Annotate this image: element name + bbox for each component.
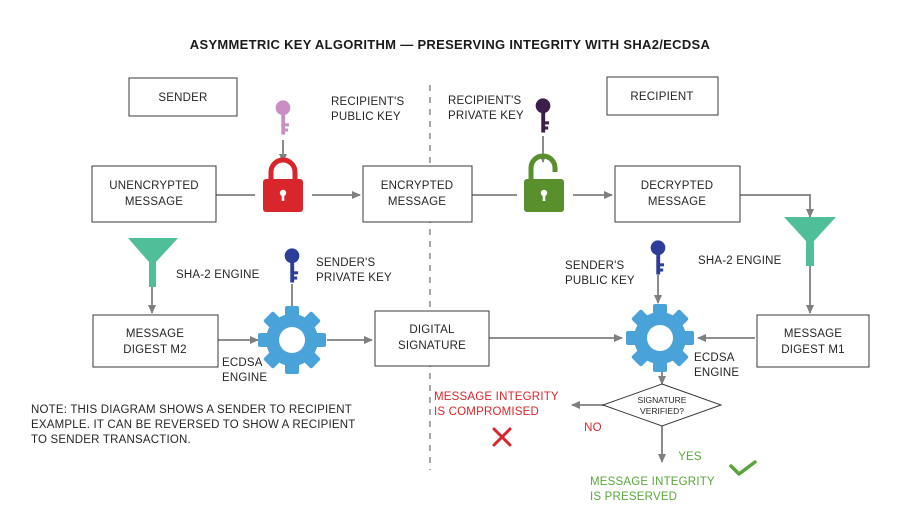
digital-signature-box: DIGITAL SIGNATURE	[374, 310, 490, 367]
decision-no-label: NO	[584, 422, 602, 434]
sender-sha2-engine-label: SHA-2 ENGINE	[176, 269, 260, 281]
signature-verified-decision: SIGNATURE VERIFIED?	[601, 383, 723, 427]
senders-public-key-label: SENDER'S	[565, 260, 625, 272]
note-line-1: NOTE: THIS DIAGRAM SHOWS A SENDER TO REC…	[31, 404, 352, 416]
svg-text:SIGNATURE: SIGNATURE	[398, 340, 466, 352]
svg-text:MESSAGE: MESSAGE	[125, 196, 183, 208]
svg-text:DECRYPTED: DECRYPTED	[641, 180, 714, 192]
svg-text:ENCRYPTED: ENCRYPTED	[381, 180, 454, 192]
svg-text:PUBLIC KEY: PUBLIC KEY	[565, 275, 635, 287]
recipient-header-box: RECIPIENT	[606, 76, 719, 116]
unencrypted-message-box: UNENCRYPTED MESSAGE	[91, 165, 217, 223]
svg-text:MESSAGE: MESSAGE	[388, 196, 446, 208]
sender-header-box: SENDER	[128, 77, 238, 117]
sender-label: SENDER	[158, 92, 207, 104]
open-lock-icon	[524, 153, 564, 212]
recipients-private-key-label: RECIPIENT'S	[448, 95, 522, 107]
svg-text:SIGNATURE: SIGNATURE	[638, 395, 687, 405]
svg-text:ENGINE: ENGINE	[222, 372, 267, 384]
svg-text:PRIVATE KEY: PRIVATE KEY	[316, 272, 392, 284]
svg-text:MESSAGE: MESSAGE	[126, 328, 184, 340]
svg-text:MESSAGE: MESSAGE	[784, 328, 842, 340]
recipient-ecdsa-gear-icon	[626, 304, 694, 372]
check-icon	[729, 460, 757, 476]
recipient-sha2-engine-label: SHA-2 ENGINE	[698, 255, 782, 267]
sender-ecdsa-gear-icon	[258, 306, 326, 374]
svg-text:IS PRESERVED: IS PRESERVED	[590, 491, 677, 503]
sender-private-key-icon	[284, 248, 300, 283]
senders-private-key-label: SENDER'S	[316, 257, 376, 269]
svg-text:ENGINE: ENGINE	[694, 367, 739, 379]
recipient-sha2-funnel-icon	[784, 217, 836, 266]
svg-text:MESSAGE: MESSAGE	[648, 196, 706, 208]
svg-text:UNENCRYPTED: UNENCRYPTED	[109, 180, 199, 192]
integrity-preserved-label: MESSAGE INTEGRITY	[590, 476, 715, 488]
sender-public-key-icon	[650, 240, 666, 275]
recipient-private-key-icon	[535, 98, 551, 133]
svg-text:DIGEST M2: DIGEST M2	[123, 344, 187, 356]
svg-text:IS COMPROMISED: IS COMPROMISED	[434, 406, 539, 418]
recipient-label: RECIPIENT	[630, 91, 693, 103]
connectors	[148, 136, 814, 463]
closed-lock-icon	[263, 157, 303, 212]
recipient-ecdsa-engine-label: ECDSA	[694, 352, 735, 364]
svg-text:PRIVATE KEY: PRIVATE KEY	[448, 110, 524, 122]
svg-text:PUBLIC KEY: PUBLIC KEY	[331, 111, 401, 123]
svg-text:DIGEST M1: DIGEST M1	[781, 344, 845, 356]
cross-icon	[492, 427, 512, 447]
message-digest-m1-box: MESSAGE DIGEST M1	[756, 314, 870, 368]
decision-yes-label: YES	[678, 451, 702, 463]
svg-text:VERIFIED?: VERIFIED?	[640, 406, 684, 416]
decrypted-message-box: DECRYPTED MESSAGE	[614, 165, 741, 223]
diagram-title: ASYMMETRIC KEY ALGORITHM — PRESERVING IN…	[190, 37, 711, 52]
recipient-public-key-icon	[275, 100, 291, 135]
note-line-3: TO SENDER TRANSACTION.	[31, 434, 191, 446]
recipients-public-key-label: RECIPIENT'S	[331, 96, 405, 108]
sender-sha2-funnel-icon	[128, 238, 178, 287]
sender-ecdsa-engine-label: ECDSA	[222, 357, 263, 369]
encrypted-message-box: ENCRYPTED MESSAGE	[362, 165, 473, 223]
svg-text:DIGITAL: DIGITAL	[409, 324, 455, 336]
note-line-2: EXAMPLE. IT CAN BE REVERSED TO SHOW A RE…	[31, 419, 355, 431]
message-digest-m2-box: MESSAGE DIGEST M2	[92, 314, 219, 368]
integrity-compromised-label: MESSAGE INTEGRITY	[434, 391, 559, 403]
